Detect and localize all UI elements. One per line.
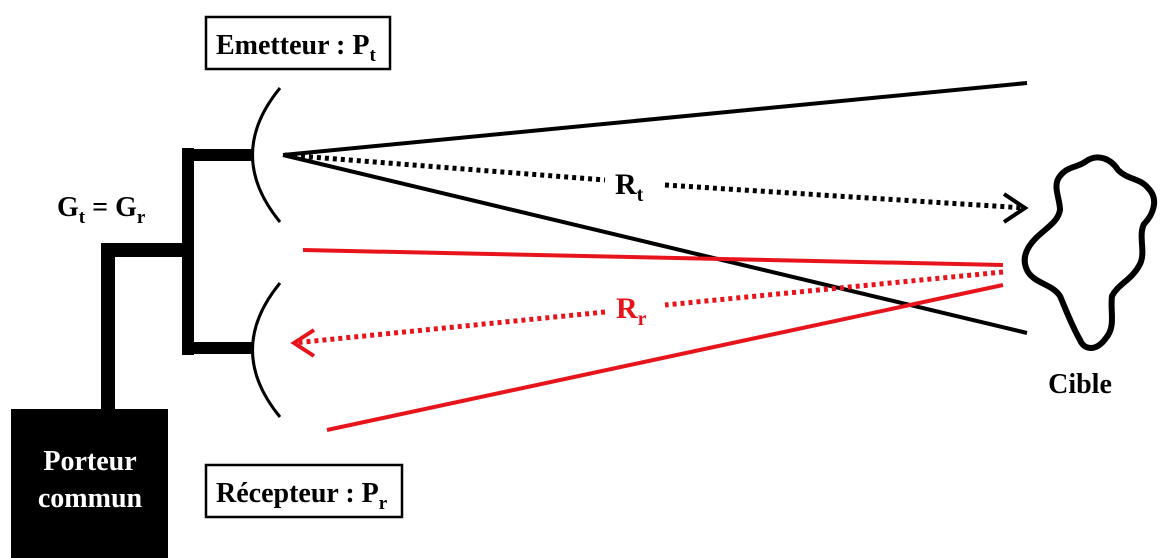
target-label: Cible: [1048, 369, 1112, 400]
transmit-beam: [282, 81, 1028, 335]
emitter-label-box: Emetteur : Pt: [204, 15, 392, 71]
receive-range-label: Rr: [616, 292, 647, 330]
target-shape: [1021, 154, 1158, 351]
emitter-antenna: [251, 87, 282, 223]
svg-text:Récepteur : Pr: Récepteur : Pr: [216, 478, 388, 514]
transmit-range-label: Rt: [615, 168, 644, 206]
emitter-label: Emetteur : P: [216, 30, 369, 61]
carrier-line-1: Porteur: [43, 446, 136, 477]
receive-beam: [302, 248, 1004, 432]
svg-text:Emetteur : Pt: Emetteur : Pt: [216, 30, 376, 66]
transmit-range-arrow: [284, 152, 1029, 224]
receiver-antenna: [251, 282, 282, 418]
antenna-feed-structure: [101, 148, 252, 415]
gain-label: Gt = Gr: [57, 192, 146, 228]
receiver-label: Récepteur : P: [216, 478, 379, 509]
carrier-line-2: commun: [38, 483, 143, 514]
receiver-label-subscript: r: [379, 493, 388, 514]
emitter-label-subscript: t: [369, 45, 376, 66]
common-carrier-box: Porteur commun: [11, 409, 168, 558]
receiver-label-box: Récepteur : Pr: [204, 463, 404, 519]
receive-range-arrow: [290, 269, 1004, 358]
